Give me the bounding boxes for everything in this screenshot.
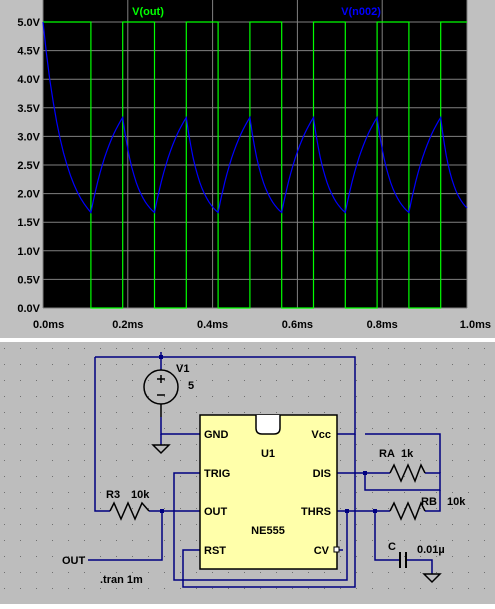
x-tick-label: 1.0ms [460, 319, 491, 331]
v1-voltage-source[interactable]: V1 5 [143, 363, 194, 417]
y-axis-ticks: 0.0V 0.5V 1.0V 1.5V 2.0V 2.5V 3.0V 3.5V 4.0V 4.5V… [17, 17, 40, 315]
r3-value-label[interactable]: 10k [131, 489, 150, 501]
ra-ref-label[interactable]: RA [379, 448, 395, 460]
waveform-viewer[interactable]: 0.0V 0.5V 1.0V 1.5V 2.0V 2.5V 3.0V 3.5V 4.0V 4.5V… [0, 0, 495, 338]
y-tick-label: 1.0V [17, 246, 40, 258]
ground-icon [422, 573, 442, 584]
v1-value-label[interactable]: 5 [188, 380, 194, 392]
pin-rst-label: RST [204, 545, 226, 557]
net-label-out[interactable]: OUT [62, 555, 86, 567]
wires[interactable] [88, 352, 441, 588]
plot-grid [42, 0, 468, 309]
pane-splitter[interactable] [0, 338, 495, 342]
r3-ref-label[interactable]: R3 [106, 489, 120, 501]
rb-ref-label[interactable]: RB [421, 496, 437, 508]
v1-ref-label[interactable]: V1 [176, 363, 189, 375]
x-tick-label: 0.8ms [367, 319, 398, 331]
x-tick-label: 0.0ms [33, 319, 64, 331]
pin-cv-label: CV [314, 545, 330, 557]
trace-vn002[interactable] [42, 21, 468, 214]
rb-value-label[interactable]: 10k [447, 496, 466, 508]
c-capacitor[interactable]: C 0.01µ [388, 541, 445, 568]
junctions [159, 355, 377, 513]
pin-out-label: OUT [204, 506, 228, 518]
x-axis-ticks: 0.0ms 0.2ms 0.4ms 0.6ms 0.8ms 1.0ms [33, 319, 491, 331]
ra-resistor[interactable]: RA 1k [379, 448, 426, 483]
ground-icon [151, 444, 171, 455]
rb-resistor[interactable]: RB 10k [389, 496, 466, 521]
r3-resistor[interactable]: R3 10k [106, 489, 150, 521]
pin-thrs-label: THRS [301, 506, 331, 518]
c-ref-label[interactable]: C [388, 541, 396, 553]
ra-value-label[interactable]: 1k [401, 448, 414, 460]
waveform-plot-svg[interactable]: 0.0V 0.5V 1.0V 1.5V 2.0V 2.5V 3.0V 3.5V 4.0V 4.5V… [0, 0, 495, 338]
trace-label-vn002[interactable]: V(n002) [341, 6, 381, 18]
ne555-ic[interactable]: GND TRIG OUT RST Vcc DIS THRS CV U1 NE55… [199, 414, 340, 570]
y-tick-label: 1.5V [17, 217, 40, 229]
pin-dis-label: DIS [313, 468, 331, 480]
c-value-label[interactable]: 0.01µ [417, 544, 445, 556]
schematic-editor[interactable]: V1 5 GND TRIG OUT RST Vcc DIS THRS CV U1… [0, 342, 495, 604]
y-tick-label: 0.5V [17, 274, 40, 286]
plot-traces [42, 21, 468, 309]
pin-gnd-label: GND [204, 429, 229, 441]
ic-part-label[interactable]: NE555 [251, 525, 285, 537]
plot-area[interactable] [43, 0, 467, 308]
y-tick-label: 3.5V [17, 103, 40, 115]
cv-pin-marker [333, 546, 340, 553]
ic-ref-label[interactable]: U1 [261, 448, 275, 460]
y-tick-label: 2.0V [17, 189, 40, 201]
pin-vcc-label: Vcc [311, 429, 331, 441]
y-tick-label: 0.0V [17, 303, 40, 315]
trace-vout[interactable] [43, 21, 467, 309]
y-tick-label: 5.0V [17, 17, 40, 29]
spice-directive[interactable]: .tran 1m [100, 574, 143, 586]
y-tick-label: 4.5V [17, 46, 40, 58]
x-tick-label: 0.4ms [197, 319, 228, 331]
y-tick-label: 3.0V [17, 131, 40, 143]
y-tick-label: 4.0V [17, 74, 40, 86]
x-tick-label: 0.6ms [282, 319, 313, 331]
y-tick-label: 2.5V [17, 160, 40, 172]
trace-label-vout[interactable]: V(out) [132, 6, 164, 18]
schematic-canvas[interactable]: V1 5 GND TRIG OUT RST Vcc DIS THRS CV U1… [0, 342, 495, 604]
pin-trig-label: TRIG [204, 468, 230, 480]
x-tick-label: 0.2ms [112, 319, 143, 331]
